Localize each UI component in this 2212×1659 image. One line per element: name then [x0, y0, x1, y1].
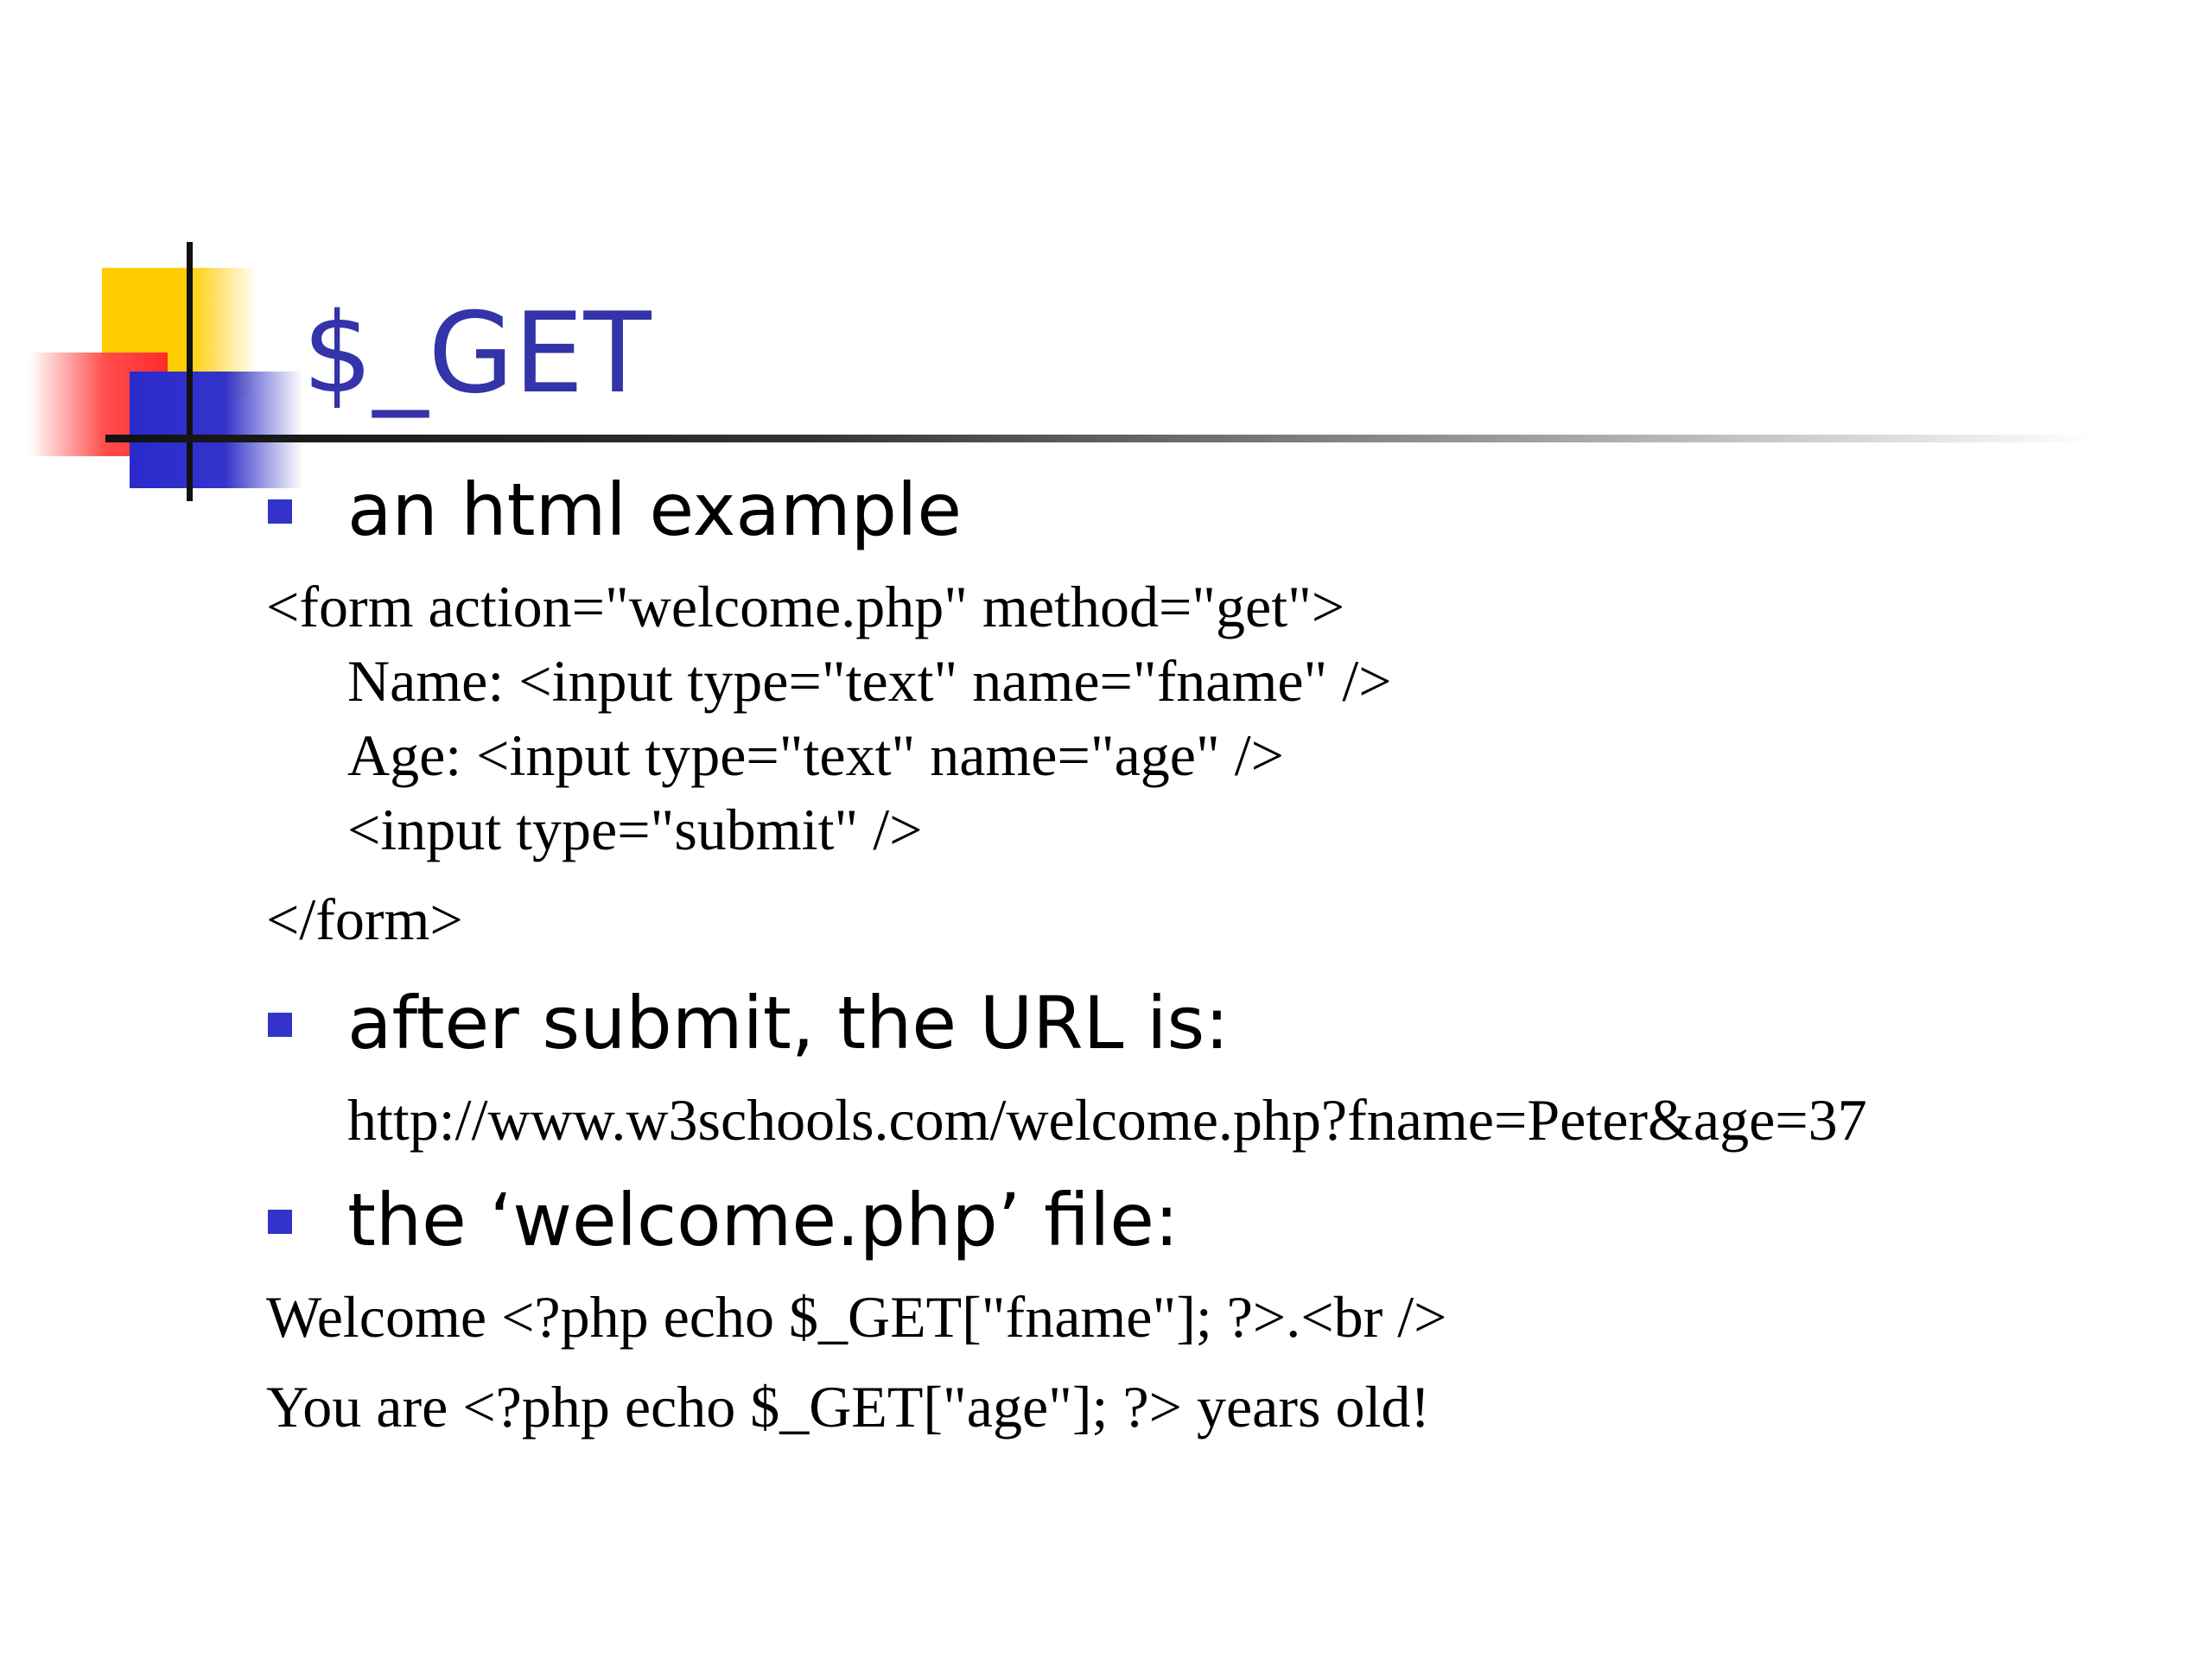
- code-line: Age: <input type="text" name="age" />: [347, 722, 1284, 788]
- bullet-square-icon: [268, 499, 292, 524]
- code-line: </form>: [266, 887, 463, 952]
- code-line: <form action="welcome.php" method="get">: [266, 574, 1345, 639]
- code-line: Name: <input type="text" name="fname" />: [347, 648, 1392, 714]
- code-line: Welcome <?php echo $_GET["fname"]; ?>.<b…: [266, 1284, 1447, 1350]
- bullet-square-icon: [268, 1210, 292, 1234]
- code-line: You are <?php echo $_GET["age"]; ?> year…: [266, 1374, 1430, 1440]
- bullet-square-icon: [268, 1013, 292, 1037]
- example-url: http://www.w3schools.com/welcome.php?fna…: [347, 1087, 1867, 1153]
- slide-title: $_GET: [302, 289, 652, 418]
- bullet-heading-html-example: an html example: [347, 467, 963, 552]
- bullet-heading-welcome-file: the ‘welcome.php’ file:: [347, 1178, 1179, 1262]
- bullet-heading-url: after submit, the URL is:: [347, 981, 1230, 1065]
- title-underline: [105, 435, 2093, 442]
- code-line: <input type="submit" />: [347, 797, 923, 862]
- decorative-vertical-line: [187, 242, 193, 501]
- decorative-blue-square: [130, 372, 302, 488]
